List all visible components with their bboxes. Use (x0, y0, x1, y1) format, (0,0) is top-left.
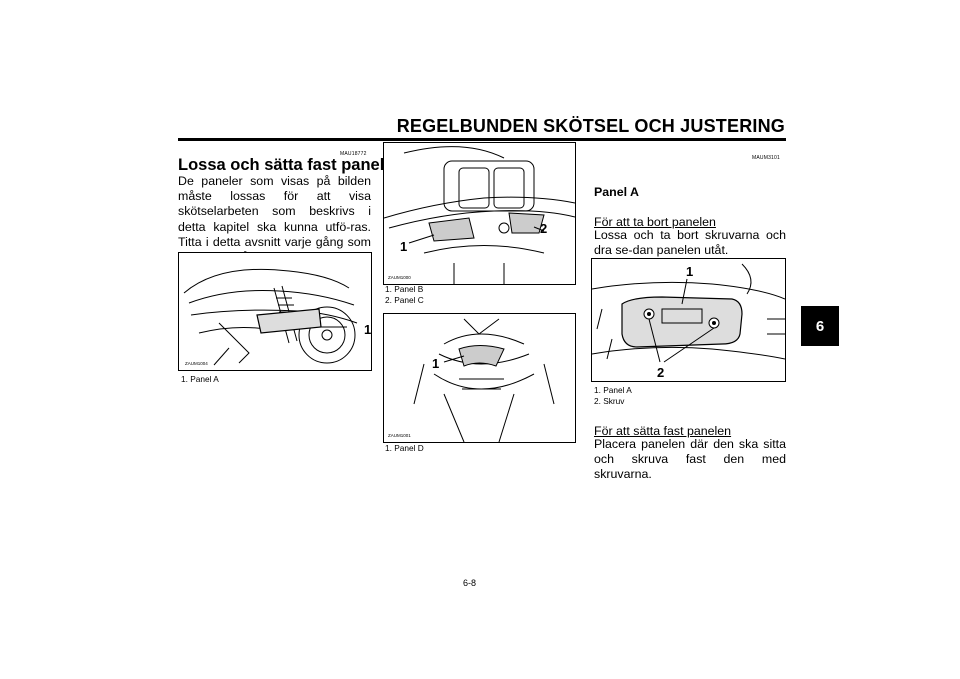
figure-caption: 1. Panel A (181, 374, 219, 384)
figure-code: ZAUM1001 (388, 433, 411, 438)
section-code: MAUM3101 (752, 155, 780, 161)
chapter-tab[interactable]: 6 (801, 306, 839, 346)
page-header-title: REGELBUNDEN SKÖTSEL OCH JUSTERING (396, 116, 785, 136)
figure-panel-a-detail (591, 258, 786, 382)
figure-code: ZAUM1000 (388, 275, 411, 280)
section-code: MAU18772 (340, 151, 367, 157)
front-fairing-illustration: ZAUM1001 (388, 318, 555, 442)
scooter-side-illustration: ZAUM1004 (183, 268, 358, 366)
callout-1: 1 (686, 264, 694, 279)
callout-1: 1 (400, 239, 408, 254)
callout-1: 1 (432, 356, 440, 371)
figure-panel-a-overview: ZAUM1004 (178, 252, 372, 371)
remove-subheading: För att ta bort panelen (594, 215, 716, 229)
handlebar-illustration: ZAUM1000 (384, 146, 575, 284)
figure-caption-1: 1. Panel B (385, 284, 424, 294)
section-heading: Lossa och sätta fast paneler (178, 156, 400, 174)
figure-caption-2: 2. Panel C (385, 295, 424, 305)
figure-code: ZAUM1004 (185, 361, 208, 366)
callout-2: 2 (540, 221, 548, 236)
attach-instructions: Placera panelen där den ska sitta och sk… (594, 437, 786, 482)
figure-caption-2: 2. Skruv (594, 396, 625, 406)
attach-subheading: För att sätta fast panelen (594, 424, 732, 438)
callout-1: 1 (364, 322, 372, 337)
figure-caption-1: 1. Panel A (594, 385, 632, 395)
header-rule (178, 138, 786, 141)
panel-detail-illustration (592, 263, 785, 363)
figure-caption: 1. Panel D (385, 443, 424, 453)
page-number: 6-8 (463, 578, 477, 588)
callout-2: 2 (657, 365, 665, 380)
figure-panel-d: ZAUM1001 (383, 313, 576, 443)
remove-instructions: Lossa och ta bort skruvarna och dra se-d… (594, 228, 786, 258)
panel-a-heading: Panel A (594, 185, 639, 199)
figure-panel-b-c: ZAUM1000 (383, 142, 576, 285)
